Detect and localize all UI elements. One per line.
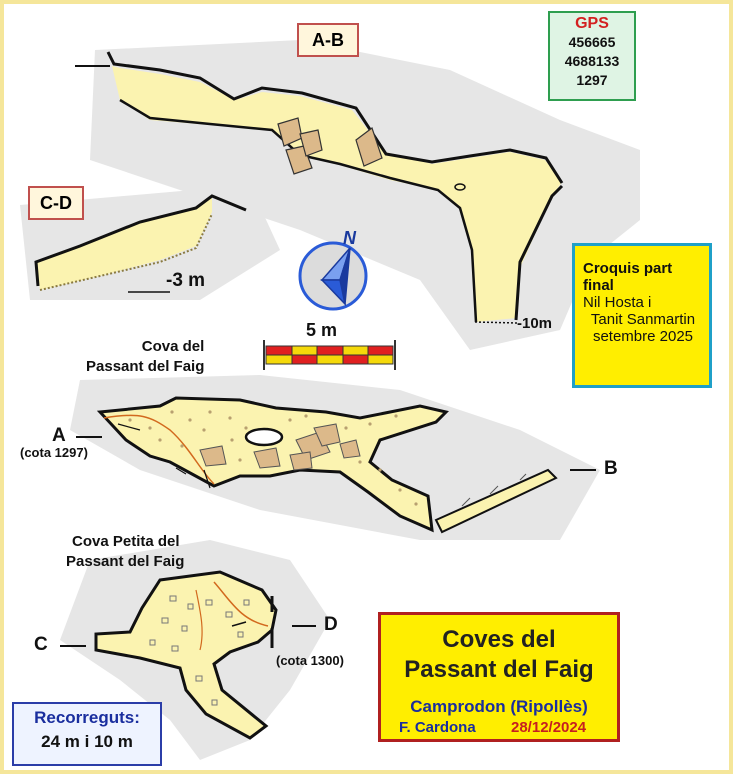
gps-line-3: 1297	[576, 72, 608, 88]
gps-line-2: 4688133	[564, 53, 620, 69]
gps-heading: GPS	[575, 15, 609, 32]
scale-bar	[263, 340, 396, 370]
point-a-elevation: (cota 1297)	[20, 445, 88, 460]
recorreguts-value: 24 m i 10 m	[41, 732, 133, 751]
cave-plan-1	[96, 396, 558, 534]
credit-line-2: final	[583, 277, 614, 294]
floor-stipple	[128, 410, 418, 506]
credit-line-1: Croquis part	[583, 260, 673, 277]
north-label: N	[343, 228, 356, 248]
profile-cd	[34, 194, 247, 293]
section-ab-label: A-B	[297, 23, 359, 57]
credit-line-3: Nil Hosta i	[583, 294, 652, 311]
gps-box: GPS 456665 4688133 1297	[548, 11, 636, 101]
recorreguts-box: Recorreguts: 24 m i 10 m	[12, 702, 162, 766]
scale-label: 5 m	[306, 320, 338, 340]
cave-plan-2	[94, 570, 278, 740]
point-b-label: B	[604, 458, 618, 479]
recorreguts-heading: Recorreguts:	[34, 708, 140, 727]
title-line-2: Passant del Faig	[404, 656, 594, 683]
title-box: Coves del Passant del Faig Camprodon (Ri…	[378, 612, 620, 742]
credit-line-5: setembre 2025	[592, 328, 694, 345]
point-c-label: C	[34, 634, 48, 655]
credit-box: Croquis part final Nil Hosta i Tanit San…	[572, 243, 712, 388]
cave1-name-line-2: Passant del Faig	[86, 358, 205, 375]
north-arrow	[298, 241, 368, 311]
ab-depth-label: -10m	[517, 315, 553, 332]
cave1-name-line-1: Cova del	[141, 338, 205, 355]
point-leaders	[60, 436, 596, 647]
author-label: F. Cardona	[399, 719, 476, 736]
point-d-label: D	[324, 614, 338, 635]
cave2-name-line-2: Passant del Faig	[66, 553, 185, 570]
title-line-1: Coves del	[442, 626, 556, 653]
point-d-elevation: (cota 1300)	[276, 653, 344, 668]
credit-line-4: Tanit Sanmartin	[590, 311, 696, 328]
point-a-label: A	[52, 425, 66, 446]
gps-line-1: 456665	[568, 34, 616, 50]
cave2-name-line-1: Cova Petita del	[72, 533, 180, 550]
date-label: 28/12/2024	[511, 719, 587, 736]
section-cd-label: C-D	[28, 186, 84, 220]
cd-depth-label: -3 m	[166, 270, 206, 291]
place-label: Camprodon (Ripollès)	[410, 697, 588, 716]
profile-ab	[75, 51, 564, 324]
